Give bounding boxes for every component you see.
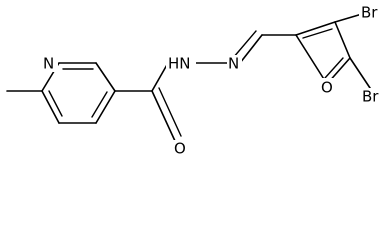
furan-double-bond	[302, 28, 333, 39]
carbonyl-o-label: O	[174, 140, 186, 158]
imine-double-bond	[232, 30, 257, 59]
br-bottom-bond	[349, 57, 373, 92]
br-top-bond	[334, 13, 363, 23]
pyridine-n-label: N	[43, 55, 54, 73]
br-top-label: Br	[361, 4, 378, 22]
amide-nh-label: HN	[168, 55, 191, 73]
imine-n-label: N	[228, 55, 239, 73]
carbonyl-double-bond	[151, 90, 176, 142]
furan-o-label: O	[321, 79, 333, 97]
br-bottom-label: Br	[362, 88, 379, 106]
pyridine-ring	[41, 62, 116, 124]
pyridine-bond	[95, 90, 116, 124]
furan-bond	[295, 34, 328, 85]
carbonyl-to-nh-bond	[151, 62, 169, 92]
furan-bond	[334, 21, 351, 59]
chemical-structure: N O HN N O Br Br	[6, 3, 380, 158]
furan-bond	[295, 21, 336, 36]
pyridine-bond	[95, 62, 116, 92]
furan-ring	[295, 21, 351, 85]
pyridine-double-bond	[91, 91, 108, 118]
pyridine-bond	[41, 90, 60, 124]
pyridine-double-bond	[48, 90, 63, 117]
furan-double-bond	[324, 57, 344, 79]
carbonyl-double-bond	[158, 87, 182, 137]
imine-double-bond	[239, 34, 263, 64]
